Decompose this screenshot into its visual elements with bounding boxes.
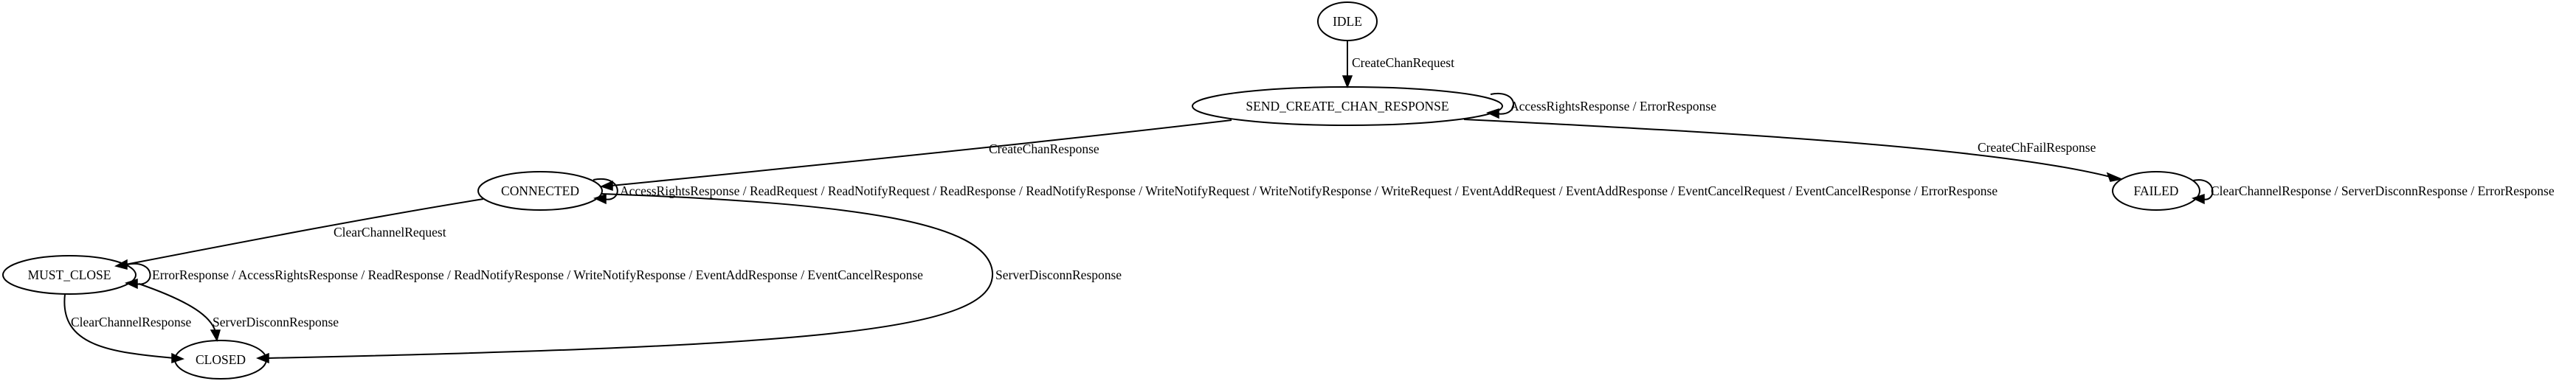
edge-label-create-chan-request: CreateChanRequest (1352, 55, 1454, 70)
edge-label-clear-channel-request: ClearChannelRequest (334, 225, 446, 240)
node-send-create-chan-response: SEND_CREATE_CHAN_RESPONSE (1192, 86, 1503, 126)
node-idle-label: IDLE (1333, 14, 1362, 29)
node-must-close-label: MUST_CLOSE (28, 268, 111, 282)
edge-label-clear-channel-response: ClearChannelResponse (71, 315, 192, 329)
edge-send-create-to-connected: CreateChanResponse (599, 119, 1232, 192)
node-closed-label: CLOSED (196, 352, 246, 367)
edge-send-create-self-loop: AccessRightsResponse / ErrorResponse (1485, 92, 1716, 119)
node-closed: CLOSED (174, 340, 267, 380)
edge-must-close-to-closed-left: ClearChannelResponse (63, 293, 192, 364)
node-failed: FAILED (2112, 171, 2200, 211)
node-failed-label: FAILED (2134, 183, 2179, 198)
edge-label-create-ch-fail-response: CreateChFailResponse (1978, 140, 2096, 155)
edge-label-send-self: AccessRightsResponse / ErrorResponse (1510, 99, 1716, 113)
edge-idle-to-send-create: CreateChanRequest (1341, 41, 1454, 89)
edge-label-must-close-self: ErrorResponse / AccessRightsResponse / R… (152, 268, 923, 282)
edge-must-close-self-loop: ErrorResponse / AccessRightsResponse / R… (124, 262, 923, 290)
node-send-create-chan-response-label: SEND_CREATE_CHAN_RESPONSE (1246, 99, 1448, 113)
edge-failed-self-loop: ClearChannelResponse / ServerDisconnResp… (2191, 179, 2555, 205)
edge-label-server-disconn-response-connected: ServerDisconnResponse (995, 268, 1122, 282)
node-must-close: MUST_CLOSE (2, 255, 137, 295)
edge-send-create-to-failed: CreateChFailResponse (1463, 119, 2124, 182)
edge-label-create-chan-response: CreateChanResponse (989, 141, 1099, 156)
node-connected-label: CONNECTED (501, 183, 579, 198)
edge-connected-to-must-close: ClearChannelRequest (114, 198, 484, 270)
edge-label-server-disconn-response-must-close: ServerDisconnResponse (213, 315, 339, 329)
node-connected: CONNECTED (477, 171, 603, 211)
edge-connected-self-loop: AccessRightsResponse / ReadRequest / Rea… (593, 178, 1997, 205)
edge-must-close-to-closed-right: ServerDisconnResponse (138, 283, 339, 342)
edge-label-connected-self: AccessRightsResponse / ReadRequest / Rea… (620, 183, 1997, 198)
node-idle: IDLE (1317, 1, 1378, 41)
edge-label-failed-self: ClearChannelResponse / ServerDisconnResp… (2211, 183, 2555, 198)
edge-connected-to-closed: ServerDisconnResponse (255, 193, 1122, 364)
